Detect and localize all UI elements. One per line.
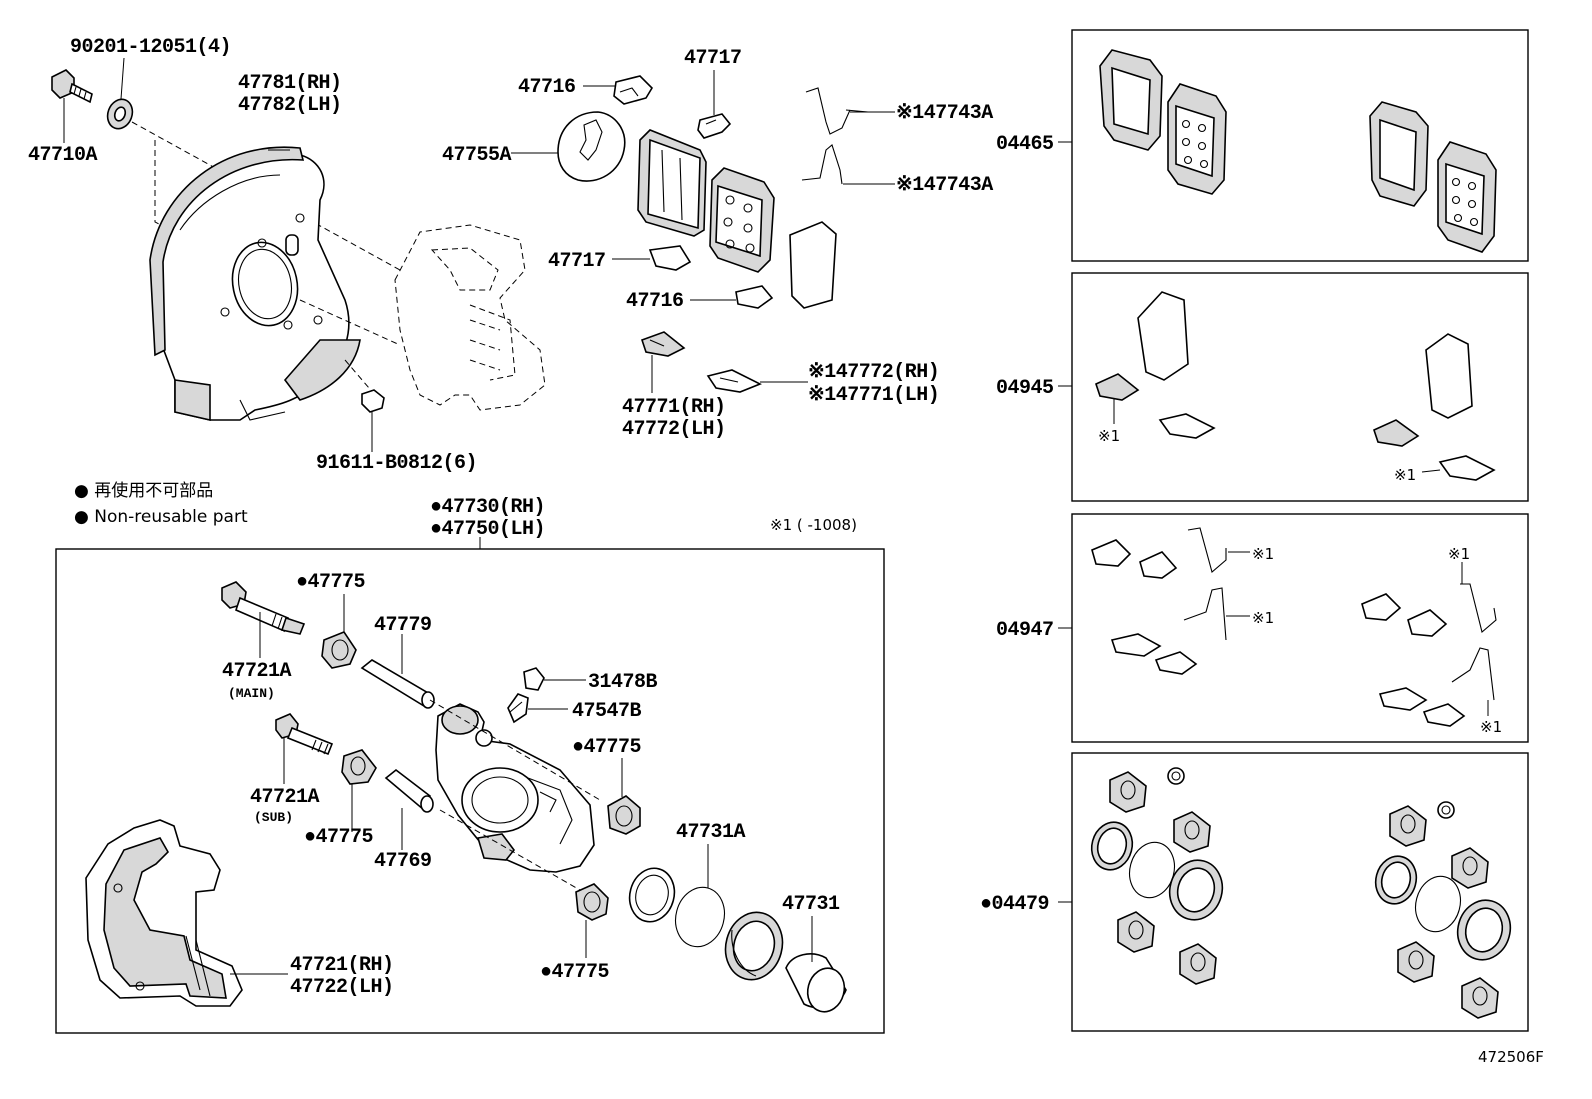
kit-04945-shims [1095,291,1496,481]
washer-90201 [106,57,134,130]
label-47721a-main: 47721A [222,660,292,683]
label-47772-rh: ※147772(RH) [808,361,939,384]
caliper-body [435,703,595,873]
label-47721: 47721(RH) [290,954,394,977]
spring-47743a-1 [805,87,895,135]
label-47716-top: 47716 [518,76,576,99]
kit-box-04945 [1071,272,1529,502]
anti-squeal-shim-47755a [511,111,626,182]
label-mark-5: ※1 [1448,545,1470,563]
label-47775-c: ●47775 [304,826,373,849]
brake-pad-inner [637,129,707,237]
label-04945: 04945 [996,377,1054,400]
label-47771: 47771(RH) [622,396,726,419]
label-47772: 47772(LH) [622,418,726,441]
pin-47769 [384,768,434,850]
label-47547b: 47547B [572,700,642,723]
label-47722: 47722(LH) [290,976,394,999]
kit-box-04479 [1071,752,1529,1032]
kit-04947-clips [1091,527,1497,727]
label-04465: 04465 [996,133,1054,156]
brake-pad-outer [709,167,775,273]
clip-47717-top [697,70,732,139]
label-47775-b: ●47775 [572,736,641,759]
label-47743a-2: ※147743A [896,174,993,197]
label-47716-bottom: 47716 [626,290,684,313]
bolt-47721a-main [221,581,306,658]
label-47731: 47731 [782,893,840,916]
label-mark-4: ※1 [1252,609,1274,627]
label-47775-a: ●47775 [296,571,365,594]
bolt-47710a [51,69,93,143]
boot-47775-bottom [575,883,609,958]
shim-47772 [706,369,808,393]
dust-shield-47781 [149,146,361,422]
boot-47775-right [607,758,641,835]
label-47717-top: 47717 [684,47,742,70]
caliper-outline [394,224,546,411]
legend-en: ● Non-reusable part [74,507,248,527]
pin-47779 [360,634,435,709]
bolt-91611 [361,389,385,452]
clip-47716-bottom [690,285,774,309]
clip-47717-bottom [612,245,692,271]
label-47721a-main-sub: (MAIN) [228,686,275,701]
piston-seal-47731a [628,844,725,948]
boot-47775-top [321,594,357,669]
mounting-bracket-47721 [85,819,288,1007]
label-47755a: 47755A [442,144,512,167]
label-47721a-sub-sub: (SUB) [254,810,293,825]
label-mark-6: ※1 [1480,718,1502,736]
label-47710a: 47710A [28,144,98,167]
label-90201: 90201-12051(4) [70,36,231,59]
label-mark-3: ※1 [1252,545,1274,563]
label-mark-1: ※1 [1098,427,1120,445]
label-47730: ●47730(RH) [430,496,545,519]
clip-47716-top [583,75,654,105]
bleeder-cap-31478b [523,667,586,691]
label-91611: 91611-B0812(6) [316,452,477,475]
shim-47771 [640,331,686,393]
label-47769: 47769 [374,850,432,873]
label-47717-bottom: 47717 [548,250,606,273]
label-04479: ●04479 [980,893,1049,916]
bleeder-plug-47547b [507,693,568,724]
legend-jp: ● 再使用不可部品 [74,480,213,501]
label-47771-lh: ※147771(LH) [808,384,939,407]
label-47775-d: ●47775 [540,961,609,984]
caliper-assembly-box [55,548,885,1034]
legend-note: ※1 ( -1008) [770,516,857,534]
piston-boot-47731 [724,911,847,1013]
label-47781: 47781(RH) [238,72,342,95]
label-mark-2: ※1 [1394,466,1416,484]
bolt-47721a-sub [275,713,334,784]
kit-labels: 04465 04945 04947 ●04479 ※1 ※1 ※1 ※1 ※1 … [980,133,1502,916]
spring-47743a-2 [801,144,895,185]
kit-04465-pads [1099,49,1497,253]
label-47731a: 47731A [676,821,746,844]
kit-04479-seals [1090,767,1512,1019]
boot-47775-mid [341,749,377,832]
label-04947: 04947 [996,619,1054,642]
label-47743a-1: ※147743A [896,102,993,125]
label-47779: 47779 [374,614,432,637]
label-47750: ●47750(LH) [430,518,545,541]
label-31478b: 31478B [588,671,658,694]
label-47782: 47782(LH) [238,94,342,117]
label-47721a-sub: 47721A [250,786,320,809]
part-labels: 90201-12051(4) 47710A 47781(RH) 47782(LH… [28,36,994,999]
shim-47743a-right [789,221,837,309]
diagram-code: 472506F [1478,1048,1544,1066]
kit-box-04465 [1071,29,1529,262]
legend: ● 再使用不可部品 ● Non-reusable part ※1 ( -1008… [74,480,857,534]
